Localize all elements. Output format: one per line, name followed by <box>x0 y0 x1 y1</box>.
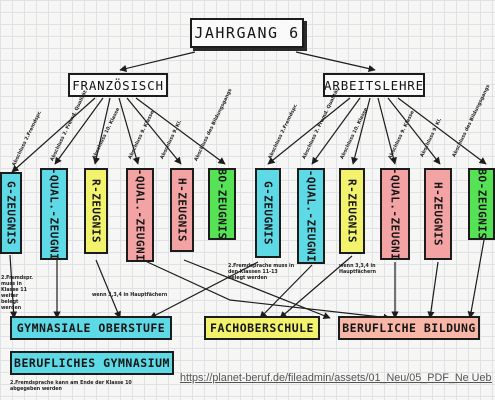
note-middle-334: wenn 3,3,4 in Hauptfächern <box>92 293 168 298</box>
note-right-r: wenn 3,3,4 in Hauptfächern <box>339 264 377 275</box>
arrow-rh-bb <box>427 261 439 319</box>
arrow-left-rqual <box>54 97 104 165</box>
left-h-zeugnis: H-ZEUGNIS <box>170 168 194 252</box>
title-jahrgang-6: JAHRGANG 6 <box>190 18 304 48</box>
arrow-rg-gym <box>149 261 259 319</box>
arrow-right-h <box>387 97 441 165</box>
arrow-title-right <box>295 51 376 73</box>
arrow-left-g <box>11 97 96 173</box>
arrow-rrq-fos <box>259 264 313 319</box>
right-g-zeugnis: G-ZEUGNIS <box>255 168 281 258</box>
arrow-rr-fos <box>279 255 353 319</box>
left-r-zeugnis: R-ZEUGNIS <box>84 168 108 254</box>
note-right-g: 2.Fremdsprache muss in den Klassen 11-13… <box>228 264 295 281</box>
arrow-left-hqual <box>118 97 140 165</box>
arrow-lg-gym <box>9 254 18 319</box>
left-hqual-zeugnis: H-QUAL.-ZEUGNIS <box>126 168 154 262</box>
source-link[interactable]: https://planet-beruf.de/fileadmin/assets… <box>180 372 492 384</box>
dest-berufliches-gymnasium: BERUFLICHES GYMNASIUM <box>10 351 174 375</box>
arrow-right-bo <box>397 97 487 165</box>
arrow-right-r <box>351 97 371 165</box>
arrow-right-g <box>267 97 351 165</box>
branch-franzoesisch: FRANZÖSISCH <box>68 73 168 97</box>
arrow-title-left <box>119 51 196 72</box>
arrow-rbo-bb <box>467 239 485 319</box>
branch-arbeitslehre: ARBEITSLEHRE <box>323 73 425 97</box>
arrow-lr-gym <box>95 259 121 319</box>
note-bottom: 2.Fremdsprache kann am Ende der Klasse 1… <box>10 381 132 392</box>
left-bo-zeugnis: BO-ZEUGNIS <box>208 168 236 240</box>
arrow-lhq-bb <box>142 259 391 321</box>
right-r-zeugnis: R-ZEUGNIS <box>339 168 365 254</box>
right-h-zeugnis: H-ZEUGNIS <box>424 168 452 260</box>
dest-gymnasiale-oberstufe: GYMNASIALE OBERSTUFE <box>10 316 172 340</box>
left-g-zeugnis: G-ZEUGNIS <box>0 172 22 254</box>
arrow-lh-bb <box>183 259 331 319</box>
right-bo-zeugnis: BO-ZEUGNIS <box>468 168 495 240</box>
arrow-right-hqual <box>377 97 397 165</box>
arrow-right-rqual <box>311 97 361 165</box>
left-rqual-zeugnis: R-QUAL.-ZEUGNIS <box>40 168 68 260</box>
dest-berufliche-bildung: BERUFLICHE BILDUNG <box>338 316 480 340</box>
note-left-g: 2.Fremdspr. muss in Klasse 11 weiter bel… <box>1 276 33 311</box>
arrow-left-h <box>126 97 182 165</box>
right-rqual-zeugnis: R-QUAL.-ZEUGNIS <box>297 168 325 264</box>
dest-fachoberschule: FACHOBERSCHULE <box>204 316 320 340</box>
arrow-left-r <box>92 97 111 165</box>
arrow-left-bo <box>135 97 226 165</box>
right-hqual-zeugnis: H-QUAL.-ZEUGNIS <box>380 168 410 260</box>
